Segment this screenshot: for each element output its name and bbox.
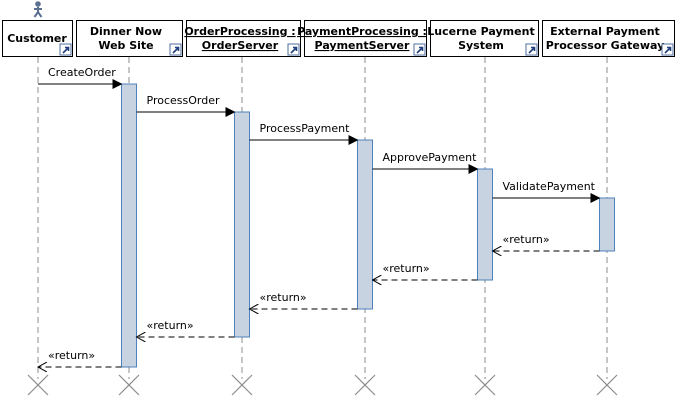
return-message-6[interactable]: «return» (493, 233, 600, 251)
message-label: «return» (503, 233, 550, 246)
shortcut-link-icon[interactable] (169, 43, 182, 56)
lifeline-name-line: External Payment (550, 25, 660, 38)
activation-bar-external-gateway (599, 197, 615, 252)
lifeline-head-box (430, 20, 539, 57)
call-message-3[interactable]: ProcessPayment (249, 122, 359, 145)
lifeline-head-box (76, 20, 183, 57)
shortcut-link-icon[interactable] (59, 43, 72, 56)
destroy-marker-payment-processing (354, 374, 376, 396)
lifeline-head-payment-processing[interactable]: PaymentProcessing :PaymentServer (297, 20, 427, 57)
call-message-2[interactable]: ProcessOrder (136, 94, 236, 117)
lifeline-name-line: OrderProcessing : (184, 25, 295, 38)
call-message-4[interactable]: ApprovePayment (372, 151, 479, 174)
activation-bar-dinner-now (121, 83, 137, 368)
lifeline-name-line: OrderServer (202, 39, 279, 52)
lifeline-head-box (186, 20, 301, 57)
lifeline-name: Customer (7, 32, 67, 45)
destroy-marker-order-processing (231, 374, 253, 396)
message-label: «return» (260, 291, 307, 304)
actor-icon (33, 1, 43, 18)
call-message-1[interactable]: CreateOrder (38, 66, 123, 89)
lifeline-name-line: Lucerne Payment (427, 25, 534, 38)
message-label: ProcessPayment (260, 122, 351, 135)
lifeline-name-line: Web Site (98, 39, 153, 52)
return-message-8[interactable]: «return» (250, 291, 358, 309)
lifeline-head-box (542, 20, 675, 57)
lifeline-head-order-processing[interactable]: OrderProcessing :OrderServer (184, 20, 301, 57)
message-label: «return» (48, 349, 95, 362)
shortcut-link-icon[interactable] (661, 43, 674, 56)
lifeline-name-line: Dinner Now (90, 25, 162, 38)
lifeline-name-line: PaymentServer (315, 39, 410, 52)
lifeline-head-box (304, 20, 427, 57)
shortcut-link-icon[interactable] (413, 43, 426, 56)
destroy-marker-external-gateway (596, 374, 618, 396)
destroy-marker-dinner-now (118, 374, 140, 396)
return-message-9[interactable]: «return» (137, 319, 235, 337)
activation-bar-order-processing (234, 111, 250, 338)
call-message-5[interactable]: ValidatePayment (492, 180, 601, 203)
destroy-marker-customer (27, 374, 49, 396)
message-label: ApprovePayment (383, 151, 478, 164)
activation-bar-lucerne (477, 168, 493, 281)
message-label: ProcessOrder (147, 94, 220, 107)
return-message-7[interactable]: «return» (373, 262, 478, 280)
message-label: CreateOrder (48, 66, 116, 79)
lifeline-name-line: PaymentProcessing : (297, 25, 427, 38)
shortcut-link-icon[interactable] (287, 43, 300, 56)
message-label: «return» (383, 262, 430, 275)
return-message-10[interactable]: «return» (38, 349, 122, 367)
lifeline-name-line: Processor Gateway (546, 39, 665, 52)
destroy-marker-lucerne (474, 374, 496, 396)
activation-bar-payment-processing (357, 139, 373, 310)
lifeline-head-customer[interactable]: Customer (2, 20, 73, 57)
message-label: «return» (147, 319, 194, 332)
message-label: ValidatePayment (503, 180, 596, 193)
lifeline-name-line: System (458, 39, 504, 52)
shortcut-link-icon[interactable] (525, 43, 538, 56)
